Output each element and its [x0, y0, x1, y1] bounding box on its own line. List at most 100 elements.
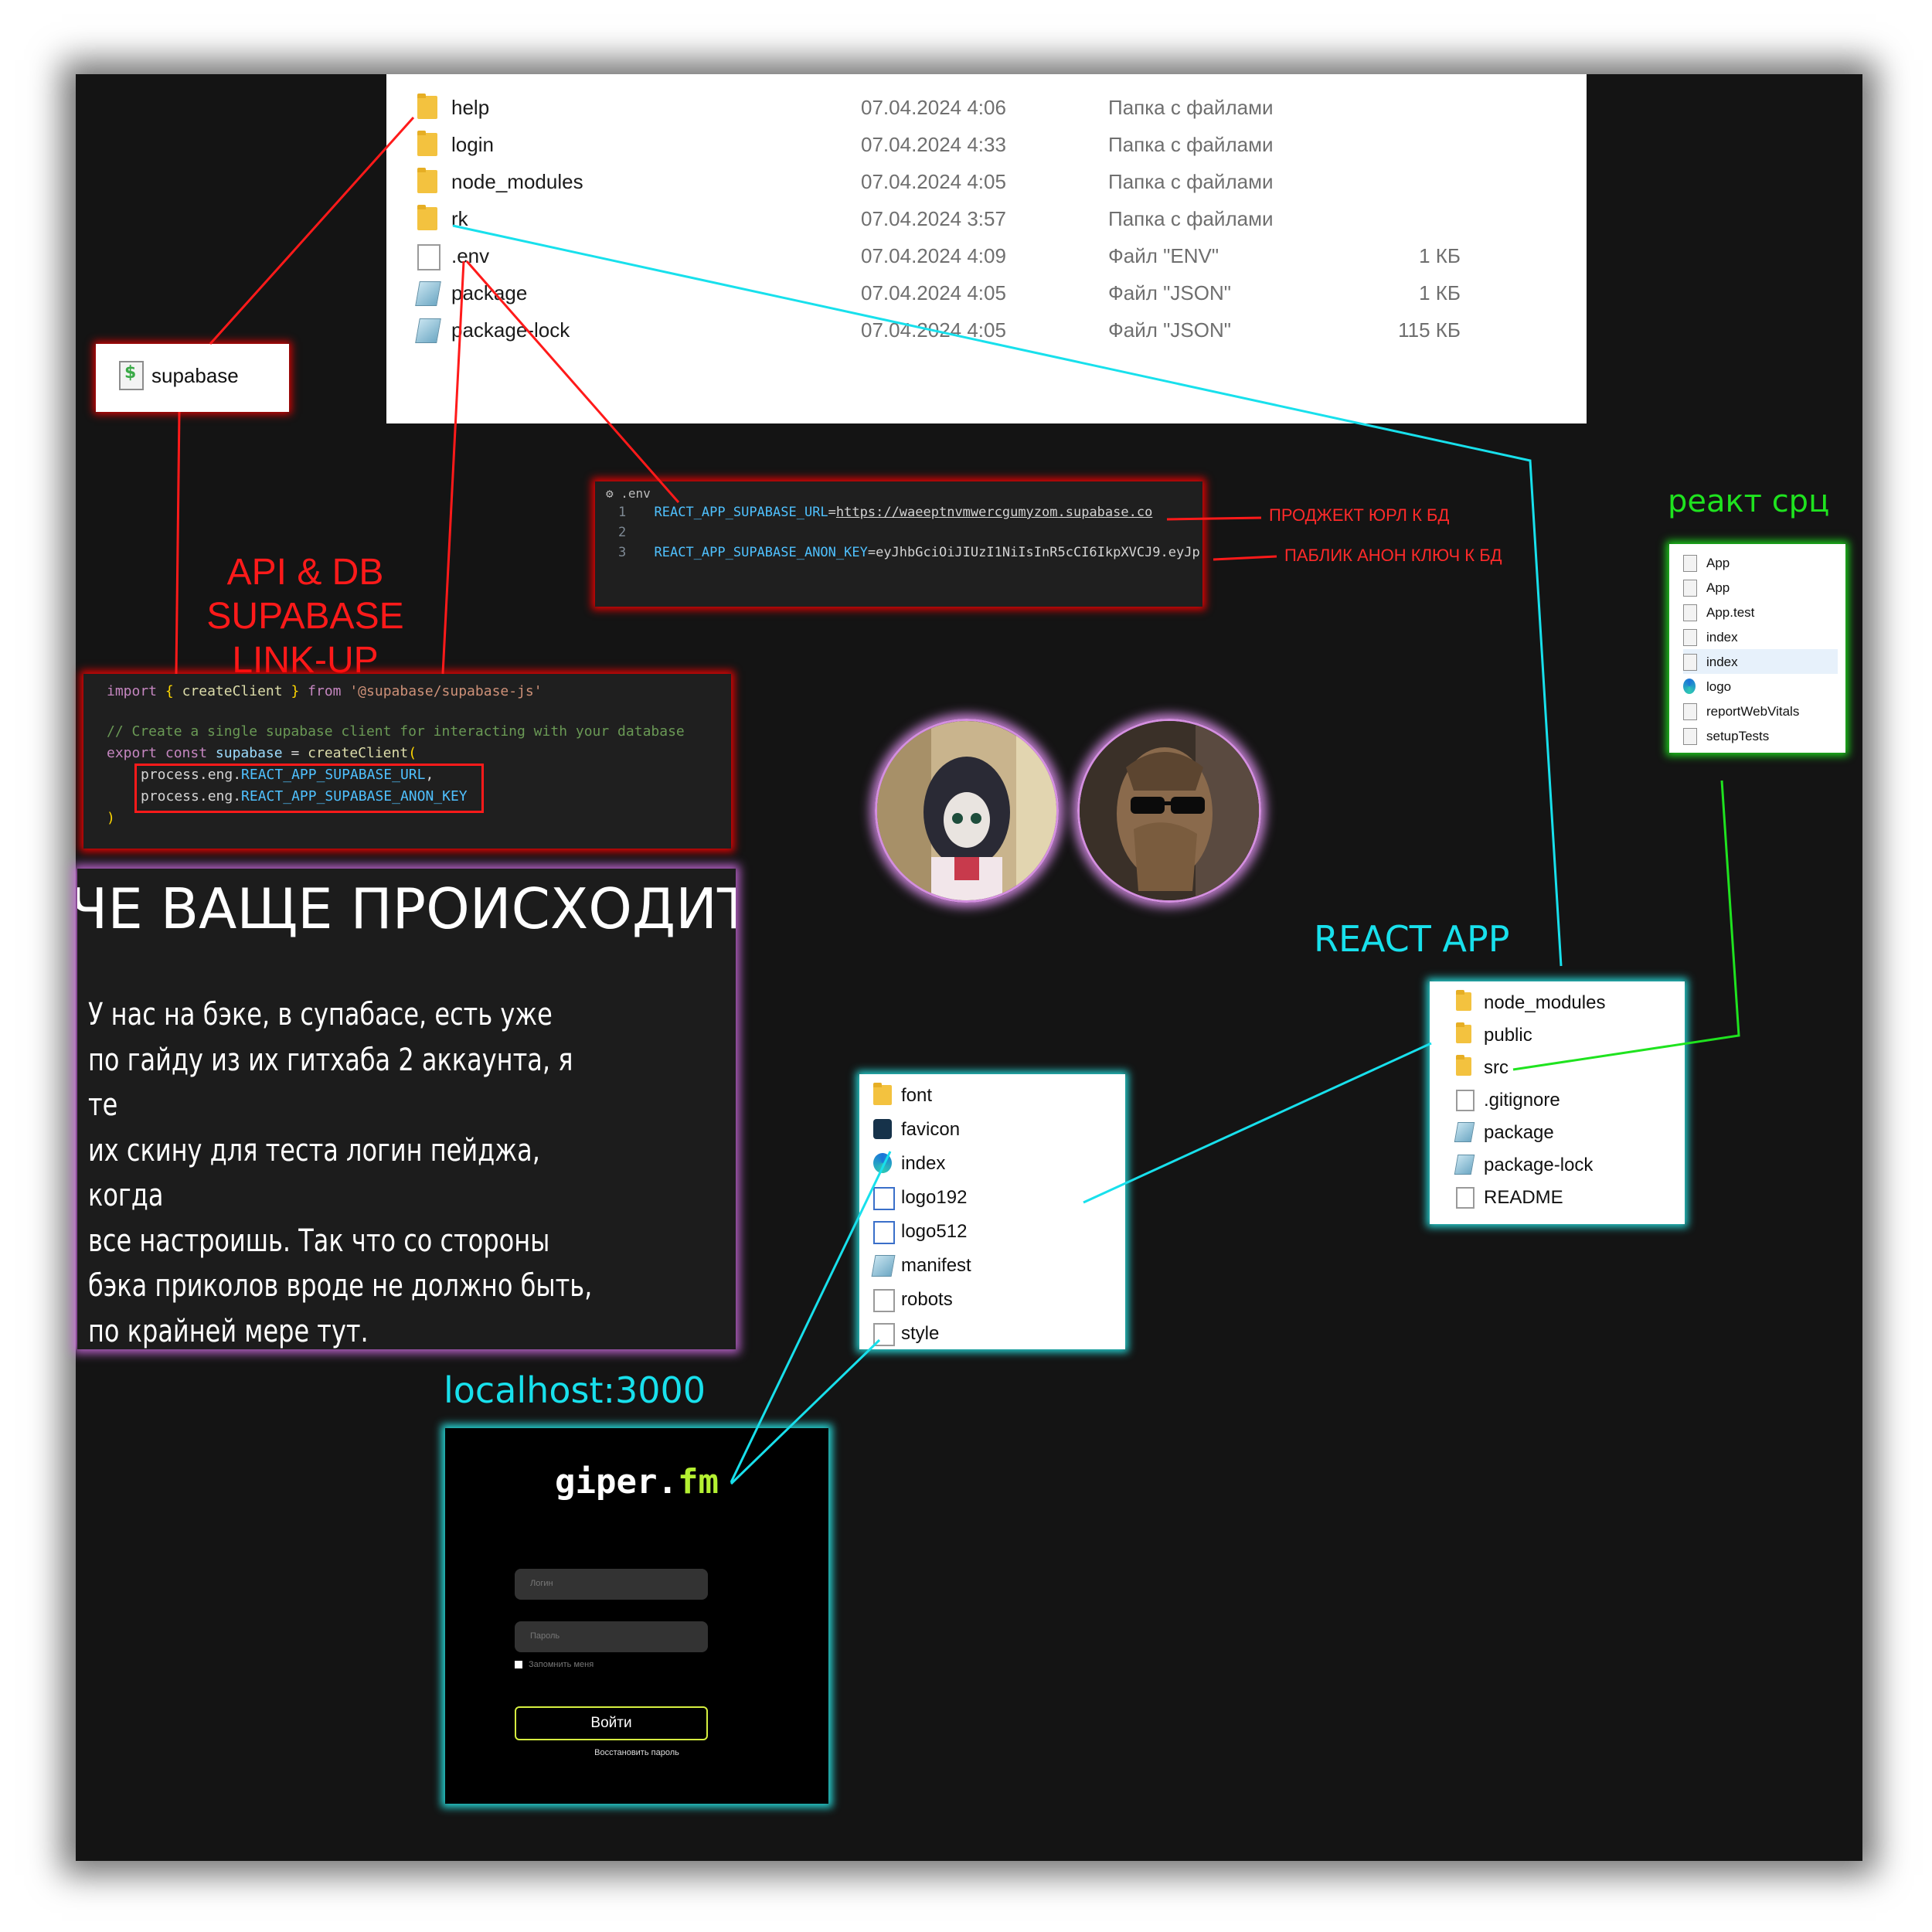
connector-login-style — [730, 1338, 881, 1485]
remember-me-checkbox[interactable]: Запомнить меня — [515, 1660, 594, 1669]
file-name: node_modules — [451, 170, 583, 193]
connector-key-note — [1213, 555, 1277, 561]
src-item-label: setupTests — [1706, 729, 1770, 743]
explanation-panel: ЧЕ ВАЩЕ ПРОИСХОДИТ У нас на бэке, в супа… — [77, 869, 736, 1349]
code-comment: // Create a single supabase client for i… — [107, 723, 685, 740]
src-item-label: App — [1706, 580, 1730, 595]
folder-icon — [1456, 1022, 1471, 1043]
src-item-selected[interactable]: index — [1683, 649, 1838, 674]
file-date: 07.04.2024 3:57 — [861, 207, 1006, 230]
folder-icon — [417, 205, 437, 230]
src-item-label: App.test — [1706, 605, 1755, 620]
brand-main: giper. — [555, 1462, 678, 1502]
src-item-label: index — [1706, 655, 1738, 669]
app-item-label: src — [1484, 1057, 1509, 1078]
supabase-client-code: import { createClient } from '@supabase/… — [83, 674, 731, 849]
connector-package-code — [441, 260, 465, 675]
app-item-label: package — [1484, 1122, 1554, 1143]
react-app-title: REACT APP — [1314, 918, 1510, 960]
line-number: 2 — [618, 525, 627, 540]
image-file-icon — [873, 1221, 895, 1244]
connector-rk-react-app — [452, 224, 1563, 967]
folder-icon — [417, 94, 437, 119]
code-token: { — [165, 683, 174, 699]
brand-logo: giper.fm — [445, 1462, 828, 1502]
react-app-file-list: node_modules public src .gitignore packa… — [1430, 981, 1685, 1224]
api-title-line: SUPABASE — [206, 596, 404, 637]
js-file-icon — [119, 361, 144, 390]
folder-icon — [417, 168, 437, 193]
file-name: help — [451, 96, 490, 119]
public-item-label: manifest — [901, 1255, 971, 1276]
supabase-file-label: supabase — [151, 364, 239, 387]
file-size: 1 КБ — [1419, 281, 1461, 304]
explanation-text: У нас на бэке, в супабасе, есть уже по г… — [88, 997, 593, 1349]
file-date: 07.04.2024 4:09 — [861, 244, 1006, 267]
checkbox-icon[interactable] — [515, 1661, 522, 1669]
css-file-icon — [1683, 555, 1697, 572]
file-type: Папка с файлами — [1108, 207, 1274, 230]
public-item-label: style — [901, 1323, 940, 1344]
src-item-label: reportWebVitals — [1706, 704, 1800, 719]
explanation-heading: ЧЕ ВАЩЕ ПРОИСХОДИТ — [77, 876, 736, 941]
connector-login-supabase — [209, 116, 415, 345]
login-page-preview: giper.fm Логин Пароль Запомнить меня Вой… — [445, 1428, 828, 1804]
public-item-label: logo192 — [901, 1187, 968, 1208]
code-token: = — [291, 745, 300, 761]
code-token: ( — [408, 745, 417, 761]
file-name: rk — [451, 207, 468, 230]
file-date: 07.04.2024 4:33 — [861, 133, 1006, 156]
src-item-label: index — [1706, 630, 1738, 645]
login-button[interactable]: Войти — [515, 1706, 708, 1740]
restore-password-link[interactable]: Восстановить пароль — [594, 1748, 679, 1757]
code-token: } — [291, 683, 300, 699]
app-item-label: .gitignore — [1484, 1090, 1560, 1111]
file-type: Файл "JSON" — [1108, 281, 1231, 304]
public-item-label: index — [901, 1153, 946, 1174]
file-name: package-lock — [451, 318, 570, 342]
file-type: Файл "JSON" — [1108, 318, 1231, 342]
note-project-url: ПРОДЖЕКТ ЮРЛ К БД — [1269, 505, 1450, 525]
js-file-icon — [1683, 654, 1697, 671]
app-item-label: package-lock — [1484, 1155, 1594, 1175]
env-keys-highlight — [134, 764, 484, 813]
folder-icon — [873, 1083, 892, 1105]
code-token: ) — [107, 810, 115, 826]
line-number: 3 — [618, 545, 627, 560]
code-token: process.eng. — [141, 788, 242, 804]
env-anon-value: =eyJhbGciOiJIUzI1NiIsInR5cCI6IkpXVCJ9.ey… — [867, 545, 1200, 560]
folder-icon — [1456, 990, 1471, 1011]
supabase-file-card[interactable]: supabase — [96, 344, 289, 412]
localhost-caption: localhost:3000 — [444, 1369, 706, 1411]
code-token: createClient — [182, 683, 283, 699]
note-anon-key: ПАБЛИК АНОН КЛЮЧ К БД — [1284, 546, 1502, 565]
code-token: from — [308, 683, 342, 699]
src-file-list: App App App.test index index logo report… — [1669, 544, 1845, 753]
password-placeholder: Пароль — [530, 1631, 560, 1641]
app-item-label: public — [1484, 1025, 1532, 1046]
app-item-label: README — [1484, 1187, 1563, 1208]
code-token: process.eng. — [141, 767, 242, 783]
js-file-icon — [1683, 703, 1697, 720]
src-panel-title: реакт срц — [1668, 484, 1830, 519]
file-date: 07.04.2024 4:05 — [861, 170, 1006, 193]
src-item-label: App — [1706, 556, 1730, 570]
code-token: const — [165, 745, 208, 761]
connector-src-panel — [1512, 780, 1740, 1071]
login-input[interactable]: Логин — [515, 1569, 708, 1600]
css-file-icon — [1683, 629, 1697, 646]
code-token: export — [107, 745, 158, 761]
file-type: Папка с файлами — [1108, 133, 1274, 156]
text-file-icon — [873, 1289, 895, 1312]
password-input[interactable]: Пароль — [515, 1621, 708, 1652]
file-name: login — [451, 133, 494, 156]
code-token: supabase — [215, 745, 283, 761]
folder-icon — [417, 131, 437, 156]
env-code-panel: ⚙ .env 1 REACT_APP_SUPABASE_URL=https://… — [595, 481, 1202, 607]
file-type: Файл "ENV" — [1108, 244, 1219, 267]
code-token: '@supabase/supabase-js' — [349, 683, 543, 699]
file-icon — [417, 244, 440, 270]
login-placeholder: Логин — [530, 1579, 553, 1588]
code-token: createClient — [308, 745, 409, 761]
